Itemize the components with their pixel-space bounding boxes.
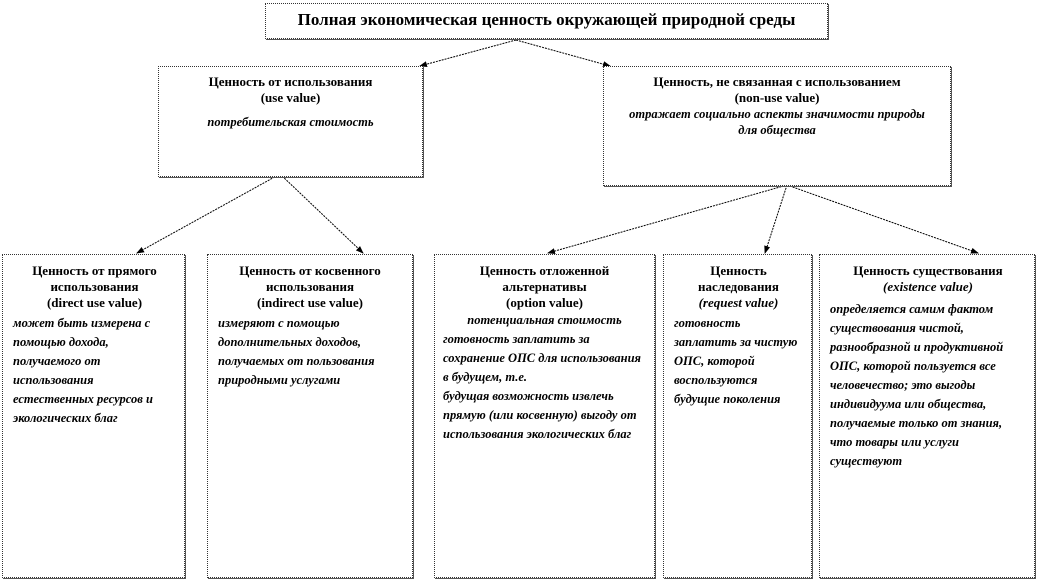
node-heading: Ценность от использования xyxy=(208,74,373,89)
node-description: готовность заплатить за чистую ОПС, кото… xyxy=(674,316,798,406)
node-description: измеряют с помощью дополнительных доходо… xyxy=(218,316,375,387)
arrow-nonuse-to-request xyxy=(764,184,788,254)
node-description: может быть измерена с помощью дохода, по… xyxy=(13,316,153,425)
node-subtitle: (request value) xyxy=(698,295,779,310)
node-heading: Ценность существования xyxy=(853,263,1003,278)
node-subtitle: (option value) xyxy=(506,295,583,310)
node-description-line1: потенциальная стоимость xyxy=(467,313,622,327)
arrow-nonuse-to-option xyxy=(547,184,788,254)
root-node-total-economic-value: Полная экономическая ценность окружающей… xyxy=(265,3,828,39)
node-subtitle: (indirect use value) xyxy=(257,295,363,310)
node-subtitle: (use value) xyxy=(260,90,321,105)
node-heading: Ценность от прямого использования xyxy=(32,263,157,294)
node-heading: Ценность от косвенного использования xyxy=(239,263,381,294)
arrow-root-to-nonuse xyxy=(515,39,611,68)
node-subtitle: (direct use value) xyxy=(46,295,143,310)
node-description: определяется самим фактом существования … xyxy=(830,302,1004,468)
arrow-use-to-direct xyxy=(136,173,281,254)
node-option-value: Ценность отложенной альтернативы (option… xyxy=(434,254,655,578)
node-description-line3: будущая возможность извлечь прямую (или … xyxy=(443,389,637,441)
node-request-value: Ценность наследования (request value) го… xyxy=(663,254,812,578)
node-direct-use-value: Ценность от прямого использования (direc… xyxy=(2,254,185,578)
node-indirect-use-value: Ценность от косвенного использования (in… xyxy=(207,254,413,578)
node-subtitle: (non-use value) xyxy=(734,90,820,105)
node-description: готовность заплатить за сохранение ОПС д… xyxy=(443,332,641,384)
arrow-use-to-indirect xyxy=(279,173,364,254)
node-description: потребительская стоимость xyxy=(207,115,374,129)
node-description: отражает социально аспекты значимости пр… xyxy=(629,107,925,137)
node-existence-value: Ценность существования (existence value)… xyxy=(819,254,1035,578)
node-heading: Ценность отложенной альтернативы xyxy=(479,263,610,294)
node-heading: Ценность наследования xyxy=(698,263,779,294)
root-node-title: Полная экономическая ценность окружающей… xyxy=(297,10,796,29)
arrow-root-to-use xyxy=(419,39,517,68)
node-use-value: Ценность от использования (use value) по… xyxy=(158,66,423,177)
node-non-use-value: Ценность, не связанная с использованием … xyxy=(603,66,951,186)
node-heading: Ценность, не связанная с использованием xyxy=(653,74,901,89)
arrow-nonuse-to-existence xyxy=(786,184,979,254)
node-subtitle: (existence value) xyxy=(883,279,973,294)
